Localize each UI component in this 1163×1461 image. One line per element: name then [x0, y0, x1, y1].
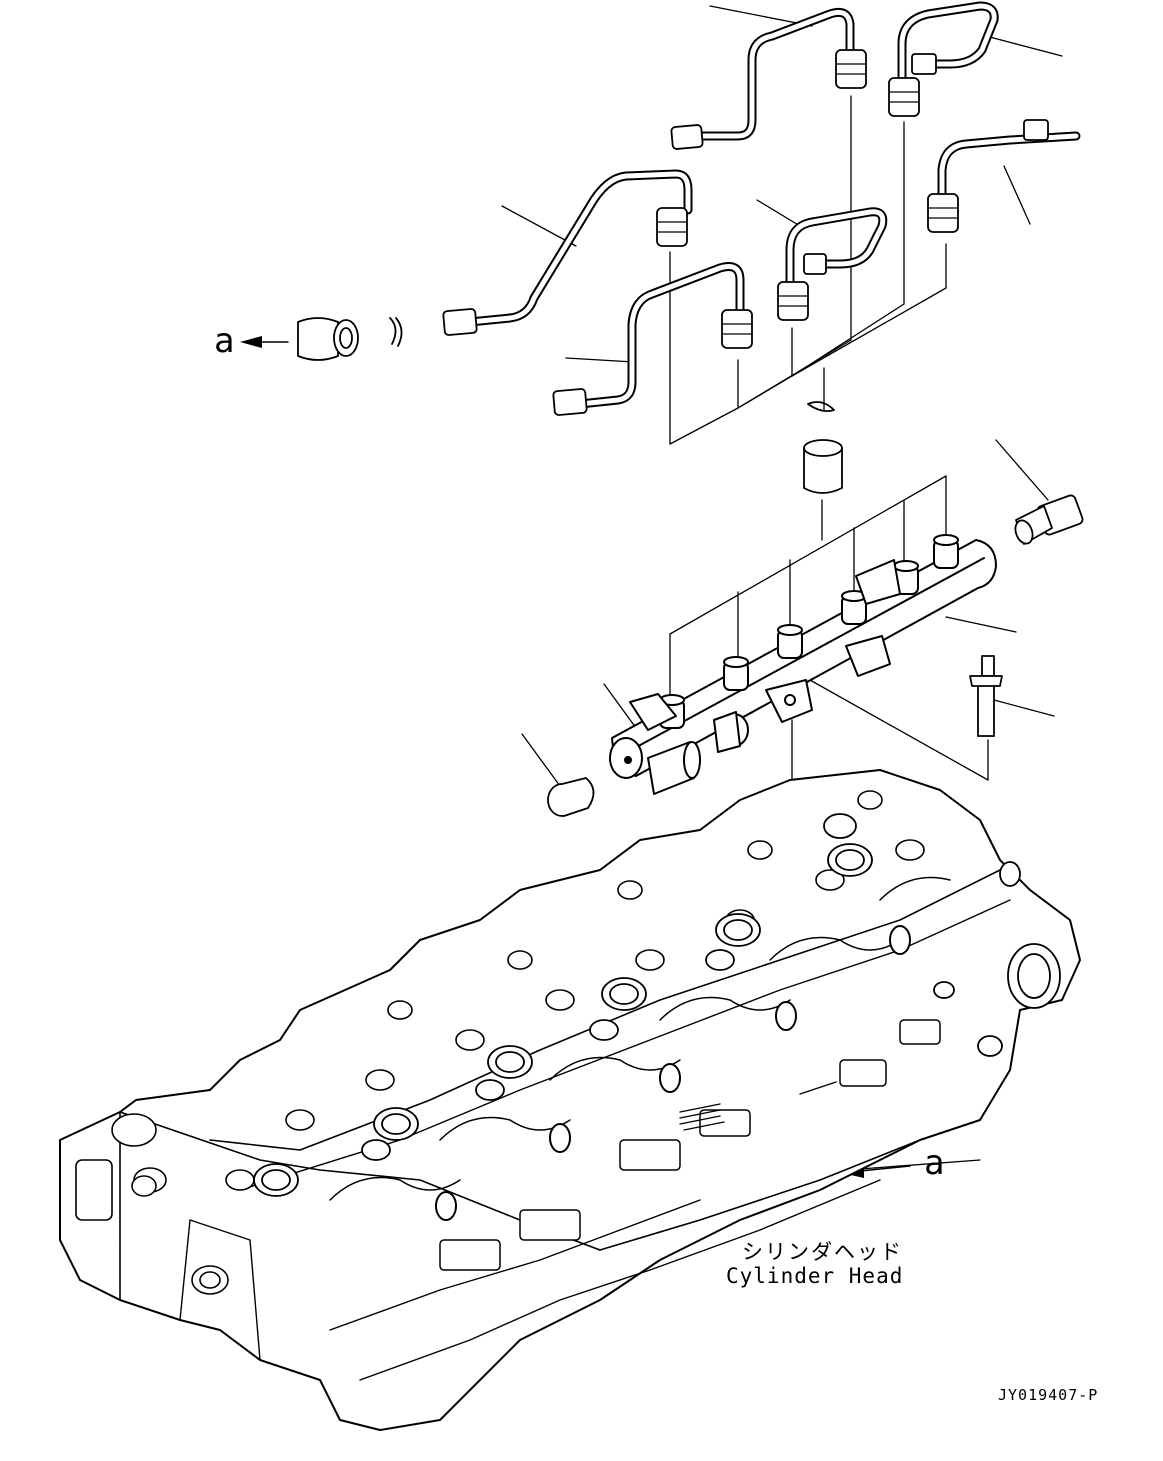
- drawing-code: JY019407-P: [998, 1386, 1099, 1404]
- cylinder-head-label-jp: シリンダヘッド: [742, 1240, 903, 1264]
- injection-tubes: [465, 1, 1081, 409]
- reference-label-a-left: a: [214, 321, 235, 361]
- connector-bands: [656, 63, 959, 335]
- tube-nuts: [442, 49, 1049, 416]
- cylinder-head-label-en: Cylinder Head: [726, 1264, 904, 1288]
- cylinder-head: [59, 769, 1081, 1431]
- reference-label-a-right: a: [924, 1143, 945, 1183]
- small-parts: [297, 317, 1084, 817]
- common-rail: [609, 534, 997, 795]
